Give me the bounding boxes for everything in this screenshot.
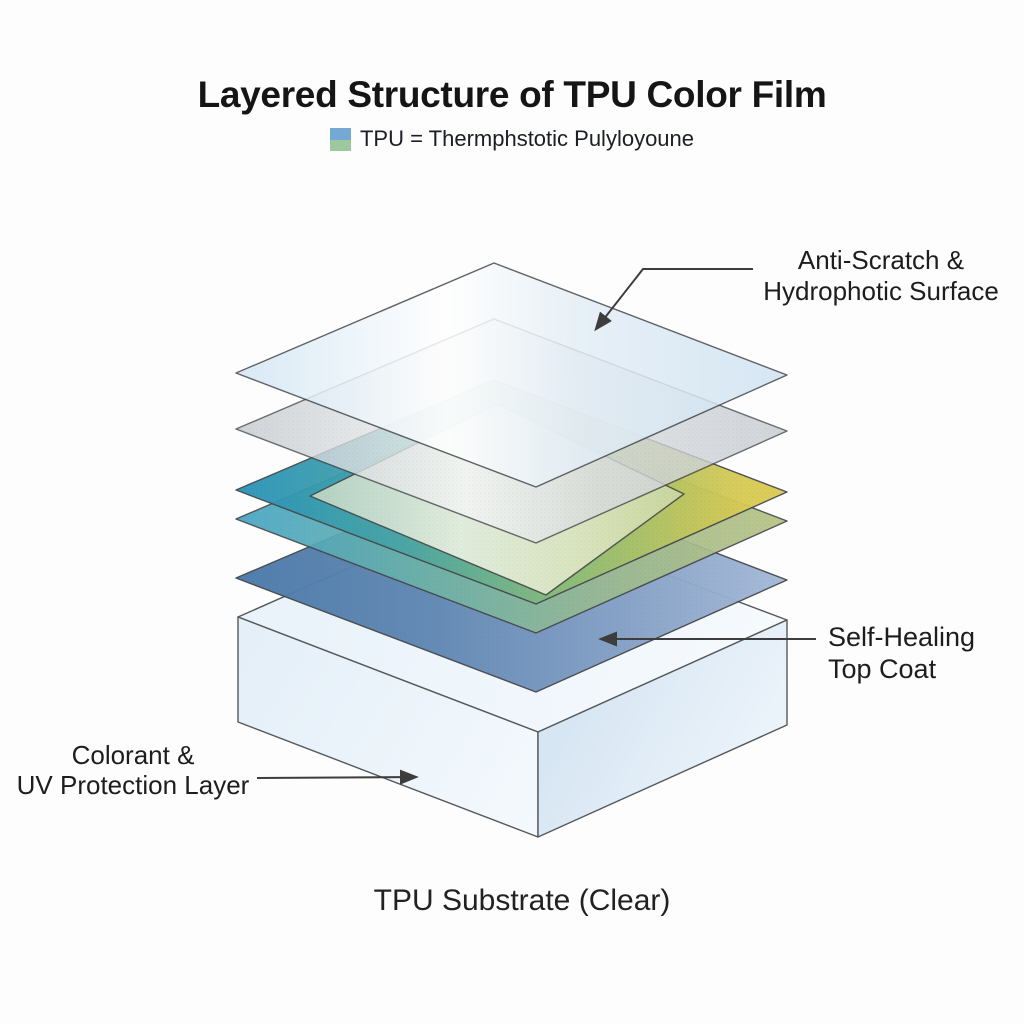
label-self-healing-line1: Self-Healing <box>828 622 976 652</box>
legend: TPU = Thermphstotic Pulyloyoune <box>0 126 1024 152</box>
label-colorant-uv: Colorant & UV Protection Layer <box>8 740 258 800</box>
page-title: Layered Structure of TPU Color Film <box>197 74 827 115</box>
tpu-swatch-icon <box>329 127 351 151</box>
label-self-healing: Self-Healing Top Coat <box>828 621 1024 685</box>
label-anti-scratch: Anti-Scratch & Hydrophotic Surface <box>745 245 1017 307</box>
label-colorant-uv-line2: UV Protection Layer <box>16 770 250 800</box>
label-tpu-substrate: TPU Substrate (Clear) <box>373 884 671 917</box>
label-colorant-uv-line1: Colorant & <box>71 740 195 770</box>
substrate-box-right-face <box>537 619 788 838</box>
label-self-healing-line2: Top Coat <box>828 654 937 684</box>
label-anti-scratch-line2: Hydrophotic Surface <box>763 276 999 306</box>
sheet-anti-scratch-top <box>235 262 788 488</box>
leader-anti-scratch <box>594 268 753 332</box>
label-anti-scratch-line1: Anti-Scratch & <box>797 245 965 275</box>
leader-colorant <box>256 769 419 785</box>
legend-text: TPU = Thermphstotic Pulyloyoune <box>359 126 695 151</box>
